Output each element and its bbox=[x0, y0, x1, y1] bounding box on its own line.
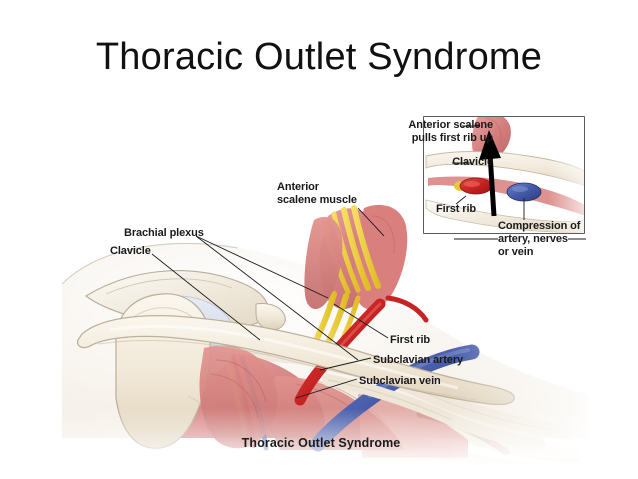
label-clavicle: Clavicle bbox=[110, 245, 151, 257]
anatomy-illustration bbox=[28, 116, 614, 468]
upward-force-arrow bbox=[479, 130, 501, 217]
leader-lines-main bbox=[151, 207, 389, 399]
label-brachial-plexus: Brachial plexus bbox=[124, 227, 204, 239]
label-first-rib: First rib bbox=[390, 334, 431, 346]
label-anterior-scalene-muscle: Anterior scalene muscle bbox=[277, 181, 357, 206]
label-subclavian-artery: Subclavian artery bbox=[373, 354, 464, 366]
inset-label-clavicle: Clavicle bbox=[452, 156, 493, 168]
inset-panel bbox=[423, 116, 586, 240]
figure-caption: Thoracic Outlet Syndrome bbox=[241, 436, 401, 450]
page-title: Thoracic Outlet Syndrome bbox=[95, 36, 543, 78]
anatomy-figure: Brachial plexus Clavicle Anterior scalen… bbox=[28, 108, 614, 468]
inset-first-rib bbox=[425, 199, 584, 233]
main-anatomy-group bbox=[28, 204, 614, 468]
scalene-muscle-group bbox=[304, 204, 408, 359]
leader-lines-inset bbox=[452, 125, 586, 240]
inset-label-anterior-scalene-pulls-first-rib-up: Anterior scalene pulls first rib up bbox=[408, 119, 493, 144]
inset-label-first-rib: First rib bbox=[436, 203, 477, 215]
label-subclavian-vein: Subclavian vein bbox=[359, 375, 441, 387]
inset-label-compression-of-artery-nerves-or-vein: Compression of artery, nerves or vein bbox=[498, 220, 581, 258]
